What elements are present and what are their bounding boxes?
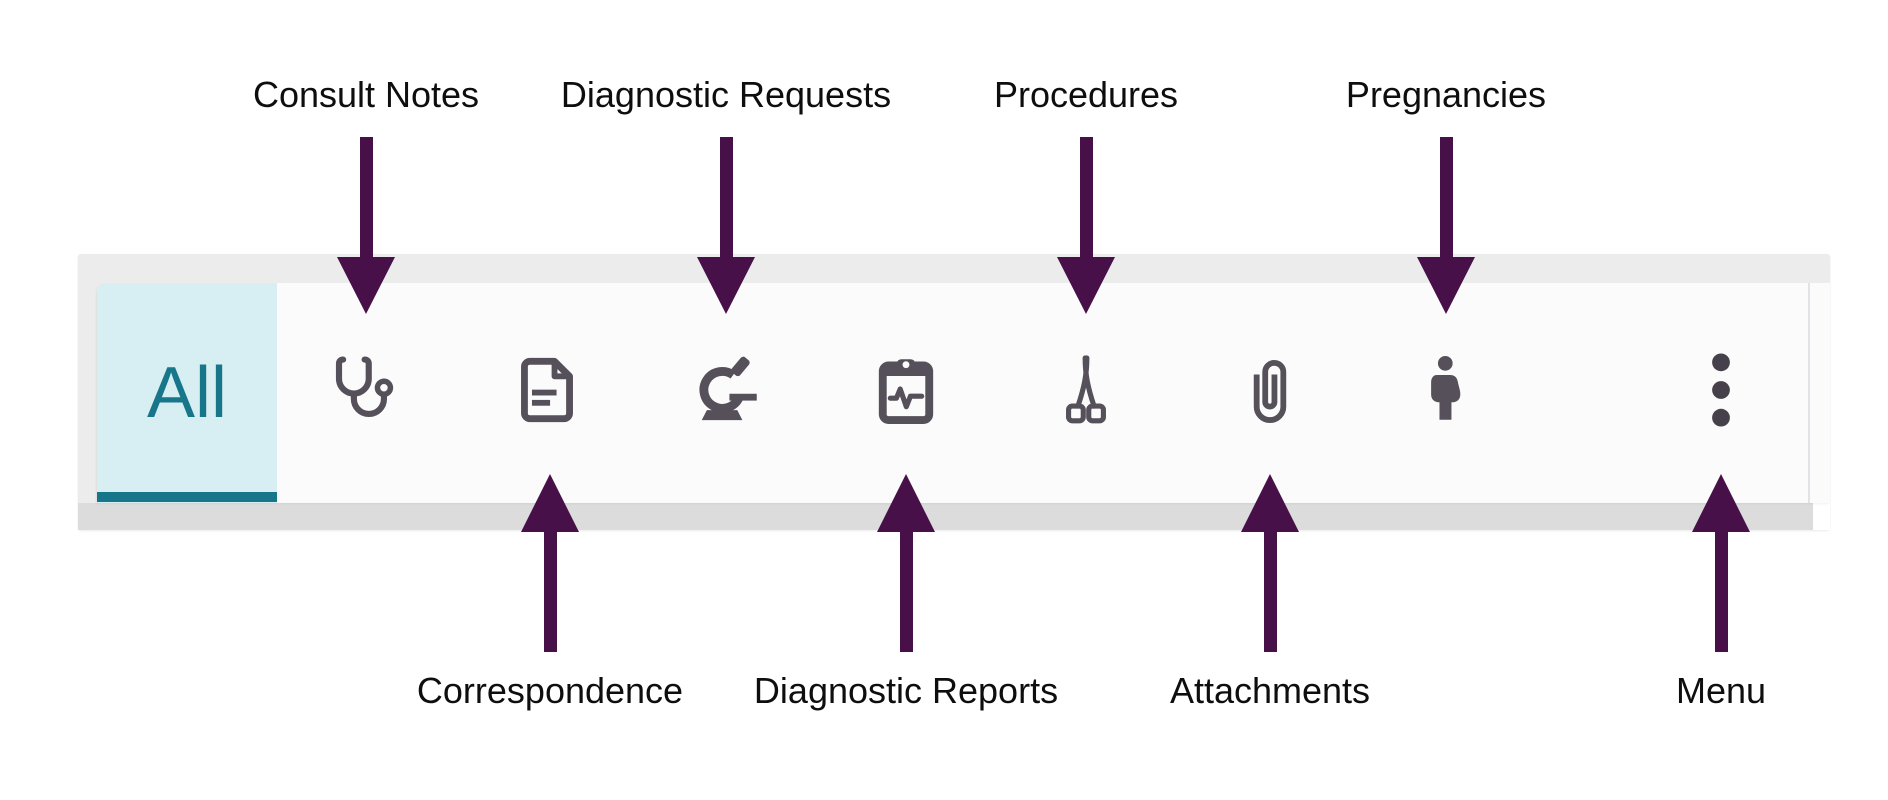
- diagnostic-reports-button[interactable]: [864, 348, 948, 432]
- tab-all-active-underline: [97, 492, 277, 502]
- document-icon: [521, 357, 573, 423]
- arrow-up-head: [1692, 474, 1750, 532]
- toolbar-bottom-strip: [78, 503, 1813, 530]
- annotation-label: Pregnancies: [1345, 74, 1547, 115]
- attachments-button[interactable]: [1228, 348, 1312, 432]
- arrow-up-shaft: [1263, 532, 1277, 652]
- pregnancies-button[interactable]: [1405, 348, 1489, 432]
- arrow-up-shaft: [543, 532, 557, 652]
- consult-notes-button[interactable]: [324, 348, 408, 432]
- tab-all[interactable]: All: [97, 283, 277, 503]
- toolbar-divider: [1808, 283, 1810, 503]
- clipboard-pulse-icon: [878, 359, 934, 424]
- toolbar-bottom-strip-gap: [1813, 503, 1830, 530]
- arrow-down-head: [337, 257, 395, 314]
- arrow-up-head: [877, 474, 935, 532]
- arrow-up-shaft: [899, 532, 913, 652]
- annotation-label: Diagnostic Requests: [560, 74, 892, 115]
- annotation-label: Consult Notes: [252, 74, 480, 115]
- stethoscope-icon: [335, 356, 394, 417]
- arrow-up-head: [521, 474, 579, 532]
- arrow-down-shaft: [359, 137, 373, 258]
- annotation-label: Procedures: [993, 74, 1179, 115]
- toolbar-inner: All: [97, 283, 1830, 503]
- arrow-down-shaft: [719, 137, 733, 258]
- annotation-label: Attachments: [1169, 670, 1371, 711]
- toolbar: All: [78, 254, 1830, 530]
- arrow-up-shaft: [1714, 532, 1728, 652]
- annotation-label: Diagnostic Reports: [753, 670, 1059, 711]
- tab-all-label: All: [146, 353, 227, 433]
- scissors-icon: [1066, 355, 1106, 424]
- microscope-icon: [699, 356, 757, 421]
- arrow-down-head: [1057, 257, 1115, 314]
- procedures-button[interactable]: [1044, 348, 1128, 432]
- arrow-down-shaft: [1439, 137, 1453, 258]
- menu-button[interactable]: [1679, 348, 1763, 432]
- paperclip-icon: [1253, 359, 1287, 423]
- pregnant-person-icon: [1431, 356, 1461, 420]
- annotation-label: Correspondence: [416, 670, 684, 711]
- kebab-menu-icon: [1712, 353, 1730, 427]
- arrow-down-head: [1417, 257, 1475, 314]
- annotation-label: Menu: [1675, 670, 1767, 711]
- arrow-down-head: [697, 257, 755, 314]
- arrow-down-shaft: [1079, 137, 1093, 258]
- diagnostic-requests-button[interactable]: [684, 348, 768, 432]
- correspondence-button[interactable]: [505, 348, 589, 432]
- arrow-up-head: [1241, 474, 1299, 532]
